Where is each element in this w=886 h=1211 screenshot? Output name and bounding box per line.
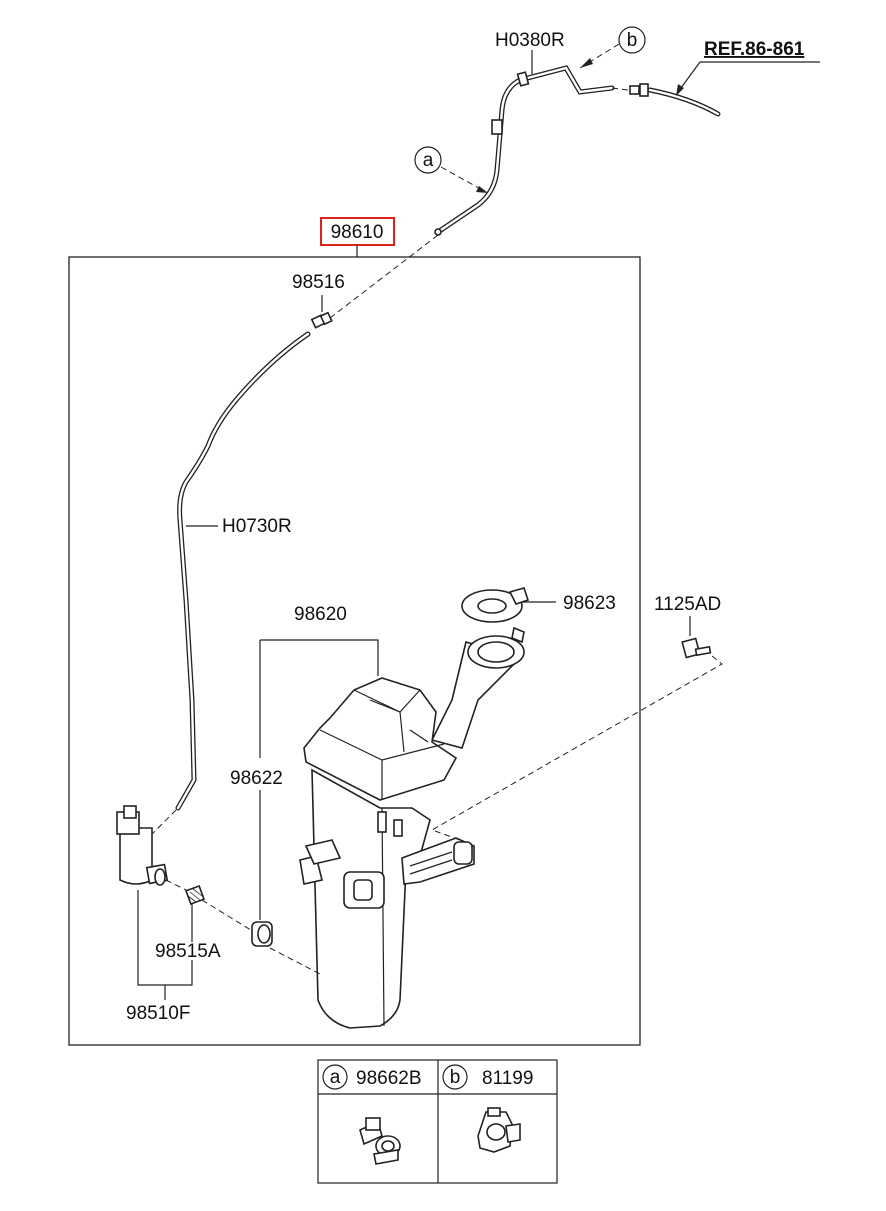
callout-a-letter: a [423, 150, 434, 171]
dash-filter-to-grommet [201, 899, 255, 933]
assembly-frame [68, 256, 641, 1046]
clip-b-icon [477, 1107, 521, 1153]
label-98516: 98516 [292, 272, 345, 293]
label-98623: 98623 [563, 593, 616, 614]
bolt-1125ad [681, 637, 712, 659]
dash-98516-to-hose [329, 234, 439, 319]
bracket-98510f [137, 890, 193, 986]
callout-a: a [414, 146, 442, 174]
label-h0380r: H0380R [495, 30, 565, 51]
legend-part-b: 81199 [482, 1068, 533, 1089]
hose-h0380r [434, 65, 615, 236]
clip-a-icon [359, 1117, 401, 1165]
legend-letter-b: b [450, 1067, 461, 1088]
washer-reservoir [299, 635, 525, 1029]
label-1125ad: 1125AD [654, 594, 721, 615]
legend-part-a: 98662B [356, 1068, 422, 1089]
label-98610[interactable]: 98610 [331, 222, 384, 243]
callout-b-letter: b [627, 30, 638, 51]
legend-item-a: a 98662B [322, 1064, 422, 1090]
filter-98515a [185, 885, 205, 905]
label-h0730r: H0730R [222, 516, 292, 537]
connector-right [629, 83, 721, 117]
hose-h0730r [175, 331, 311, 811]
label-98515a: 98515A [155, 941, 221, 962]
legend-table [317, 1059, 558, 1184]
label-98620: 98620 [294, 604, 347, 625]
legend-letter-a: a [330, 1067, 341, 1088]
arrow-b-icon [580, 58, 593, 68]
callout-b: b [618, 26, 646, 54]
arrow-ref-icon [676, 84, 684, 96]
dash-b-to-ref [611, 87, 629, 91]
label-98510f: 98510F [126, 1003, 190, 1024]
label-98622: 98622 [230, 768, 283, 789]
grommet-98622 [251, 921, 273, 947]
dash-bolt-to-bracket [430, 655, 723, 841]
washer-pump [116, 805, 169, 886]
arrow-a-icon [476, 186, 488, 193]
bracket-98620 [260, 639, 379, 676]
dash-b [579, 43, 620, 69]
reservoir-cap-98623 [461, 587, 530, 644]
label-ref[interactable]: REF.86-861 [704, 39, 805, 60]
legend-item-b: b 81199 [442, 1064, 533, 1090]
dash-grommet-to-reservoir [269, 947, 321, 975]
connector-98516 [310, 311, 333, 329]
